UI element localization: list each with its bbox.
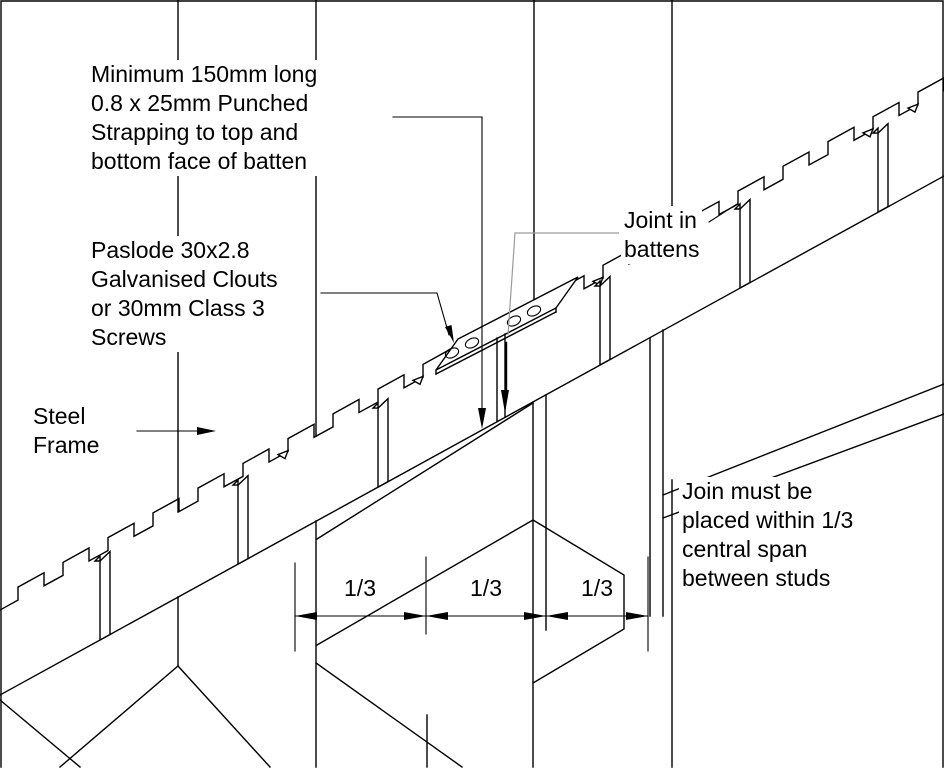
down-arrow-icon xyxy=(501,390,509,413)
fastener-leader xyxy=(320,292,454,343)
punched-hole xyxy=(444,347,460,359)
leader-line xyxy=(392,116,483,411)
batten-end-cap-hook xyxy=(231,478,239,486)
dimension-label: 1/3 xyxy=(468,575,504,601)
batten-end-cap xyxy=(877,121,889,214)
nogging-end-face xyxy=(532,519,625,684)
batten-tab-flag xyxy=(411,375,425,386)
down-arrow-icon xyxy=(478,408,486,429)
fastener-note: Paslode 30x2.8 Galvanised Clouts or 30mm… xyxy=(88,236,281,352)
dimension-lines xyxy=(294,556,649,652)
nogging-line xyxy=(316,519,534,646)
text-line: Galvanised Clouts xyxy=(91,266,278,292)
dimension-arrow-icon xyxy=(524,612,546,620)
batten-joint-caps xyxy=(93,121,889,642)
text-line: Minimum 150mm long xyxy=(91,61,318,87)
join-rule-note: Join must be placed within 1/3 central s… xyxy=(679,477,857,593)
punched-hole xyxy=(526,305,542,317)
text-line: Screws xyxy=(91,324,167,350)
batten-end-cap xyxy=(99,549,111,642)
dimension-arrow-icon xyxy=(426,612,448,620)
leader-line xyxy=(320,292,450,336)
corner-line xyxy=(0,699,81,768)
batten-joint xyxy=(496,333,506,422)
batten-bottom-edge xyxy=(0,175,944,696)
joint-leader xyxy=(501,203,738,413)
joint-label: Joint in battens xyxy=(621,206,703,264)
dimension-arrow-icon xyxy=(546,612,568,620)
text-line: 0.8 x 25mm Punched xyxy=(91,90,309,116)
dimension-label: 1/3 xyxy=(342,575,378,601)
nogging-line xyxy=(316,402,534,540)
strapping-note: Minimum 150mm long 0.8 x 25mm Punched St… xyxy=(88,60,321,176)
text-line: bottom face of batten xyxy=(91,148,308,174)
text-line: between studs xyxy=(682,565,831,591)
text-line: placed within 1/3 xyxy=(682,507,854,533)
batten-end-cap xyxy=(237,473,249,566)
steel-frame-label: Steel Frame xyxy=(30,402,103,460)
dimension-arrow-icon xyxy=(626,612,648,620)
batten-end-cap-hook xyxy=(733,202,741,210)
text-line: Steel xyxy=(33,403,86,429)
dimension-arrow-icon xyxy=(295,612,317,620)
leader-lines xyxy=(136,116,738,435)
leader-line-gray xyxy=(507,232,619,336)
right-arrow-icon xyxy=(197,427,216,435)
text-line: Frame xyxy=(33,432,100,458)
batten-end-cap-hook xyxy=(871,126,879,134)
batten-tab-flag xyxy=(861,127,875,138)
text-line: Join must be xyxy=(682,478,813,504)
text-line: or 30mm Class 3 xyxy=(91,295,265,321)
strapping-leader xyxy=(392,116,486,429)
leader-line xyxy=(708,203,738,223)
text-line: battens xyxy=(624,236,700,262)
batten-end-cap-hook xyxy=(371,401,379,409)
batten-end-cap-hook xyxy=(93,554,101,562)
frame-rail-line xyxy=(662,383,944,496)
dimension-label: 1/3 xyxy=(579,575,615,601)
punched-hole xyxy=(506,315,522,327)
batten-end-cap-hook xyxy=(593,279,601,287)
batten-tab-flag xyxy=(276,449,290,460)
batten-end-cap xyxy=(599,274,611,367)
down-arrow-icon xyxy=(445,325,454,343)
stud-break-line xyxy=(177,665,271,768)
plate-thickness-edge xyxy=(435,311,557,375)
strapping-plate xyxy=(435,276,579,375)
stud-break-line xyxy=(59,665,179,768)
text-line: Paslode 30x2.8 xyxy=(91,237,250,263)
punched-hole xyxy=(464,337,480,349)
dimension-arrow-icon xyxy=(404,612,426,620)
nogging-line xyxy=(315,662,463,768)
batten-end-cap xyxy=(377,396,389,489)
text-line: central span xyxy=(682,536,808,562)
plate-punched-holes xyxy=(444,305,542,359)
text-line: Joint in xyxy=(624,207,697,233)
text-line: Strapping to top and xyxy=(91,119,299,145)
steel-frame-leader xyxy=(136,427,216,435)
batten-tab-flag xyxy=(906,102,920,114)
batten-end-cap xyxy=(739,197,751,290)
